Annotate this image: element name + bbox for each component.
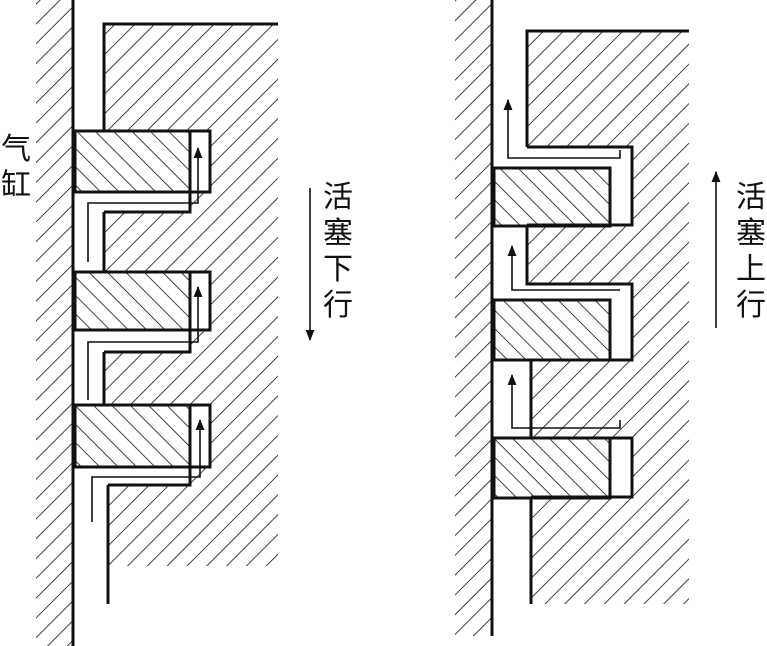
piston-down-label-char-2: 塞: [323, 216, 353, 251]
piston-up-label: 活 塞 上 行: [733, 180, 767, 324]
piston-up-label-char-3: 上: [736, 252, 766, 287]
cylinder-label: 气 缸: [0, 132, 32, 204]
piston-body-left: [104, 24, 278, 566]
piston-down-label-char-4: 行: [323, 288, 353, 323]
piston-down-label: 活 塞 下 行: [320, 180, 356, 324]
piston-ring-1-right: [492, 166, 612, 228]
gas-flow-path-right: [503, 98, 621, 429]
gas-flow-path-left: [87, 146, 205, 522]
piston-ring-2-right: [492, 298, 612, 362]
piston-down-label-char-3: 下: [323, 252, 353, 287]
piston-up-panel: [455, 0, 721, 636]
cylinder-label-char-2: 缸: [1, 168, 31, 203]
piston-ring-3-left: [73, 403, 192, 469]
piston-ring-3-right: [492, 436, 612, 500]
cylinder-label-char-1: 气: [1, 132, 31, 167]
piston-down-label-char-1: 活: [323, 180, 353, 215]
piston-up-label-char-4: 行: [736, 288, 766, 323]
piston-up-label-char-1: 活: [736, 180, 766, 215]
piston-down-panel: [36, 0, 315, 646]
piston-body-right: [527, 31, 689, 604]
piston-ring-2-left: [73, 270, 192, 332]
cylinder-wall-left: [36, 0, 73, 646]
piston-up-label-char-2: 塞: [736, 216, 766, 251]
cylinder-wall-right: [455, 0, 492, 636]
piston-ring-1-left: [73, 129, 192, 194]
